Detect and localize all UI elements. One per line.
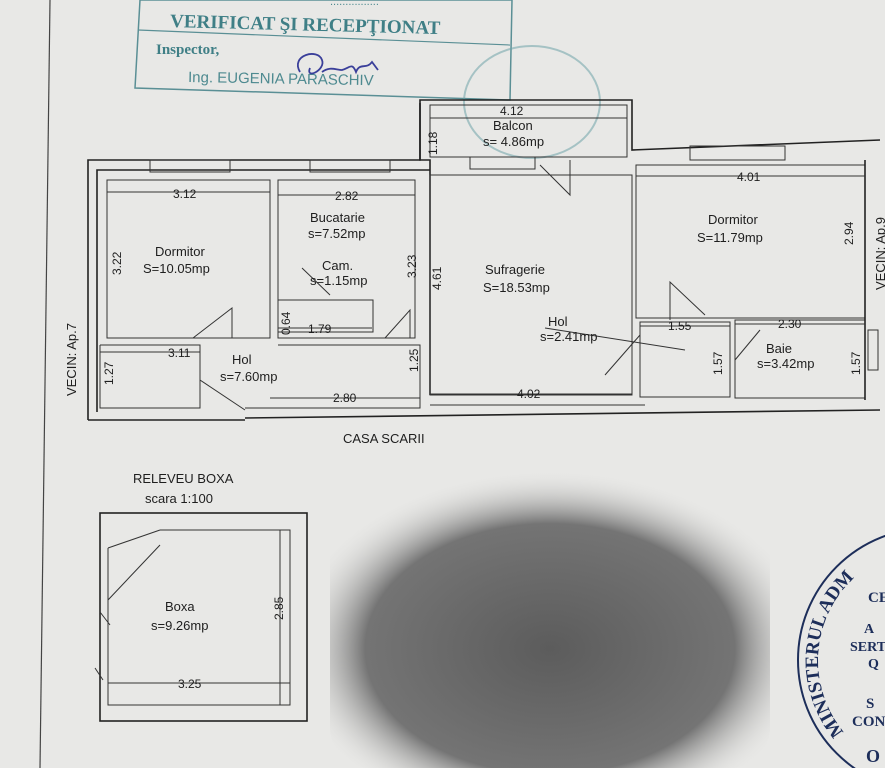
balcon-name: Balcon	[493, 118, 533, 133]
stamp-name: Ing. EUGENIA PARASCHIV	[188, 69, 374, 89]
plan-dormitor-left-depth: 3.22	[110, 251, 124, 275]
plan-hol-right-width: 1.55	[668, 319, 692, 333]
boxa-title: RELEVEU BOXA	[133, 471, 234, 486]
boxa-depth: 2.85	[272, 596, 286, 620]
plan-baie-width: 2.30	[778, 317, 802, 331]
sufragerie-area: S=18.53mp	[483, 280, 550, 295]
plan-hol-left-width2: 2.80	[333, 391, 357, 405]
stamp-top-line: ................	[330, 0, 379, 8]
round-stamp-line5: S	[866, 696, 874, 712]
balcon-depth: 1.18	[426, 131, 440, 155]
plan-dormitor-right-depth: 2.94	[842, 221, 856, 245]
sufragerie-name: Sufragerie	[485, 262, 545, 277]
margin-line	[39, 0, 51, 768]
round-stamp-line1: CE	[868, 590, 885, 606]
boxa-width: 3.25	[178, 677, 202, 691]
plan-hol-right-area: s=2.41mp	[540, 329, 597, 344]
hol-left-name: Hol	[232, 352, 252, 367]
inspector-stamp: ................ VERIFICAT ŞI RECEPŢIONA…	[134, 0, 513, 101]
round-stamp-line4: Q	[868, 657, 879, 672]
stamp-role: Inspector,	[156, 42, 219, 58]
boxa-area: s=9.26mp	[151, 618, 208, 633]
baie-name: Baie	[766, 341, 792, 356]
round-stamp-line6: CON	[852, 714, 885, 730]
casa-scarii: CASA SCARII	[343, 431, 425, 446]
plan-sufragerie-depth: 4.61	[430, 266, 444, 290]
plan-hol-right-name: Hol	[548, 314, 568, 329]
plan-dormitor-left-width: 3.12	[173, 187, 197, 201]
plan-dormitor-right-width: 4.01	[737, 170, 761, 184]
balcon-area: s= 4.86mp	[483, 134, 544, 149]
plan-bucatarie-depth: 3.23	[405, 254, 419, 278]
plan-baie-depth: 1.57	[849, 351, 863, 375]
round-stamp-line2: A	[864, 622, 875, 637]
dormitor-left-name: Dormitor	[155, 244, 206, 259]
plan-camara-depth: 0.64	[279, 311, 293, 335]
apartment-walls	[87, 99, 881, 421]
dormitor-right-name: Dormitor	[708, 212, 759, 227]
plan-camara-width: 1.79	[308, 322, 332, 336]
plan-hol-right-depth: 1.57	[711, 351, 725, 375]
balcon-width: 4.12	[500, 104, 524, 118]
bucatarie-name: Bucatarie	[310, 210, 365, 225]
vecin-right: VECIN: Ap.9	[873, 217, 885, 290]
boxa-scale: scara 1:100	[145, 491, 213, 506]
plan-camara-name: Cam.	[322, 258, 353, 273]
room-labels: 4.12 1.18 Balcon s= 4.86mp 3.12 3.22 Dor…	[64, 104, 885, 446]
boxa-plan: RELEVEU BOXA scara 1:100 Boxa s=9.26mp 2…	[94, 471, 308, 722]
plan-hol-left-depth2: 1.25	[407, 348, 421, 372]
plan-bucatarie-width: 2.82	[335, 189, 359, 203]
plan-hol-left-depth: 1.27	[102, 361, 116, 385]
plan-camara-area: s=1.15mp	[310, 273, 367, 288]
bucatarie-area: s=7.52mp	[308, 226, 365, 241]
plan-sufragerie-width: 4.02	[517, 387, 541, 401]
vecin-left: VECIN: Ap.7	[64, 323, 79, 396]
baie-area: s=3.42mp	[757, 356, 814, 371]
hol-left-area: s=7.60mp	[220, 369, 277, 384]
signature	[297, 53, 379, 75]
dormitor-right-area: S=11.79mp	[697, 230, 763, 245]
round-stamp-line7: O	[866, 746, 880, 766]
boxa-name: Boxa	[165, 599, 195, 614]
plan-hol-left-width: 3.11	[168, 346, 191, 360]
photo-shadow	[330, 470, 770, 768]
dimension-lines	[100, 117, 865, 399]
dormitor-left-area: S=10.05mp	[143, 261, 210, 276]
round-stamp-line3: SERT	[850, 640, 885, 655]
faint-round-stamp	[463, 45, 601, 159]
